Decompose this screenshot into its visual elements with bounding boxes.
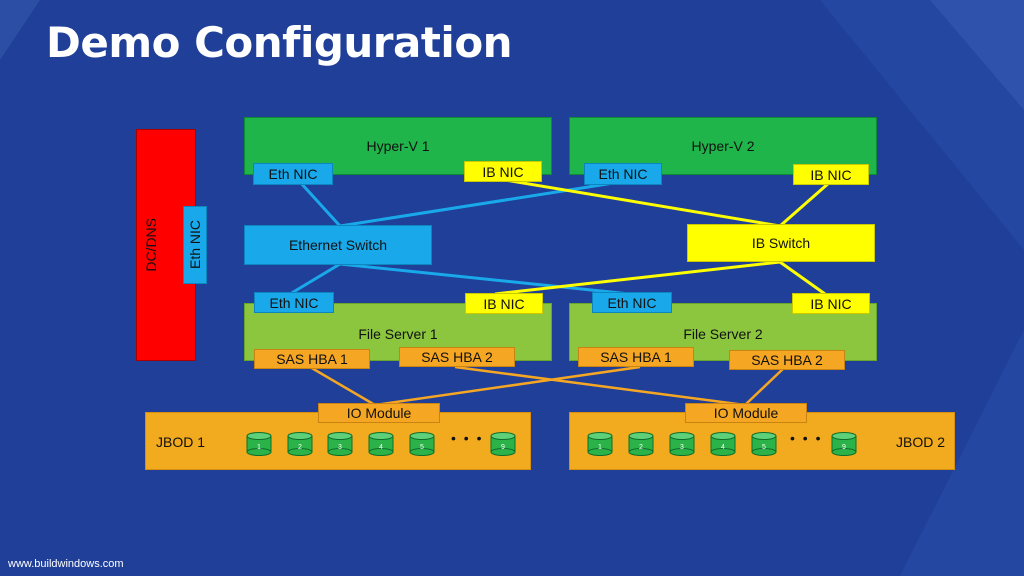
jbod1-io-module: IO Module: [318, 403, 440, 423]
svg-text:4: 4: [379, 444, 383, 451]
fileserver1-sas-hba1: SAS HBA 1: [254, 349, 370, 369]
fileserver2-sas-hba2: SAS HBA 2: [729, 350, 845, 370]
dc-dns-label: DC/DNS: [143, 218, 159, 272]
svg-text:1: 1: [598, 444, 602, 451]
page-title: Demo Configuration: [46, 18, 513, 67]
sas-link-fs2-hba1: [374, 365, 641, 407]
fileserver1-label: File Server 1: [358, 326, 438, 342]
fileserver2-eth-nic: Eth NIC: [592, 292, 672, 313]
svg-text:3: 3: [680, 444, 684, 451]
fileserver1-ib-nic: IB NIC: [465, 293, 543, 314]
fileserver2-ib-nic: IB NIC: [792, 293, 870, 314]
fileserver2-sas-hba1: SAS HBA 1: [578, 347, 694, 367]
hyperv2-label: Hyper-V 2: [691, 138, 755, 154]
jbod2-disk-9: 9: [831, 432, 857, 456]
svg-text:5: 5: [420, 444, 424, 451]
ib-link-fs2: [779, 260, 826, 296]
jbod2-label: JBOD 2: [896, 434, 946, 450]
ib-link-hv1: [504, 178, 781, 228]
eth-link-hv1: [298, 180, 342, 228]
jbod1-ellipsis: • • •: [451, 430, 484, 446]
footer-url: www.buildwindows.com: [8, 558, 124, 570]
sas-link-fs2-hba2: [744, 366, 786, 406]
ib-link-fs1: [494, 260, 781, 296]
jbod2-disk-4: 4: [710, 432, 736, 456]
jbod2-disk-1: 1: [587, 432, 613, 456]
jbod1-disk-1: 1: [246, 432, 272, 456]
svg-text:9: 9: [501, 444, 505, 451]
svg-text:4: 4: [721, 444, 725, 451]
hyperv2-ib-nic: IB NIC: [793, 164, 869, 185]
jbod1-disk-4: 4: [368, 432, 394, 456]
jbod2-disk-2: 2: [628, 432, 654, 456]
jbod2-disk-3: 3: [669, 432, 695, 456]
jbod1-disk-5: 5: [409, 432, 435, 456]
fileserver1-sas-hba2: SAS HBA 2: [399, 347, 515, 367]
hyperv1-label: Hyper-V 1: [366, 138, 430, 154]
jbod2-ellipsis: • • •: [790, 430, 823, 446]
eth-link-hv2: [339, 180, 621, 228]
svg-text:2: 2: [639, 444, 643, 451]
svg-text:1: 1: [257, 444, 261, 451]
fileserver1-eth-nic: Eth NIC: [254, 292, 334, 313]
jbod1-disk-3: 3: [327, 432, 353, 456]
jbod1-disk-9: 9: [490, 432, 516, 456]
eth-link-fs2: [339, 262, 631, 296]
svg-text:5: 5: [762, 444, 766, 451]
jbod1-label: JBOD 1: [156, 434, 206, 450]
sas-link-fs1-hba2: [454, 365, 746, 407]
jbod2-disk-5: 5: [751, 432, 777, 456]
ib-link-hv2: [779, 180, 831, 228]
hyperv1-ib-nic: IB NIC: [464, 161, 542, 182]
dc-eth-nic: Eth NIC: [183, 206, 207, 284]
hyperv1-eth-nic: Eth NIC: [253, 163, 333, 185]
ib-switch: IB Switch: [687, 224, 875, 262]
svg-text:9: 9: [842, 444, 846, 451]
svg-text:3: 3: [338, 444, 342, 451]
hyperv2-eth-nic: Eth NIC: [584, 163, 662, 185]
jbod2-io-module: IO Module: [685, 403, 807, 423]
jbod1-disk-2: 2: [287, 432, 313, 456]
eth-link-fs1: [289, 262, 341, 296]
svg-text:2: 2: [298, 444, 302, 451]
sas-link-fs1-hba1: [309, 365, 376, 407]
ethernet-switch: Ethernet Switch: [244, 225, 432, 265]
fileserver2-label: File Server 2: [683, 326, 763, 342]
